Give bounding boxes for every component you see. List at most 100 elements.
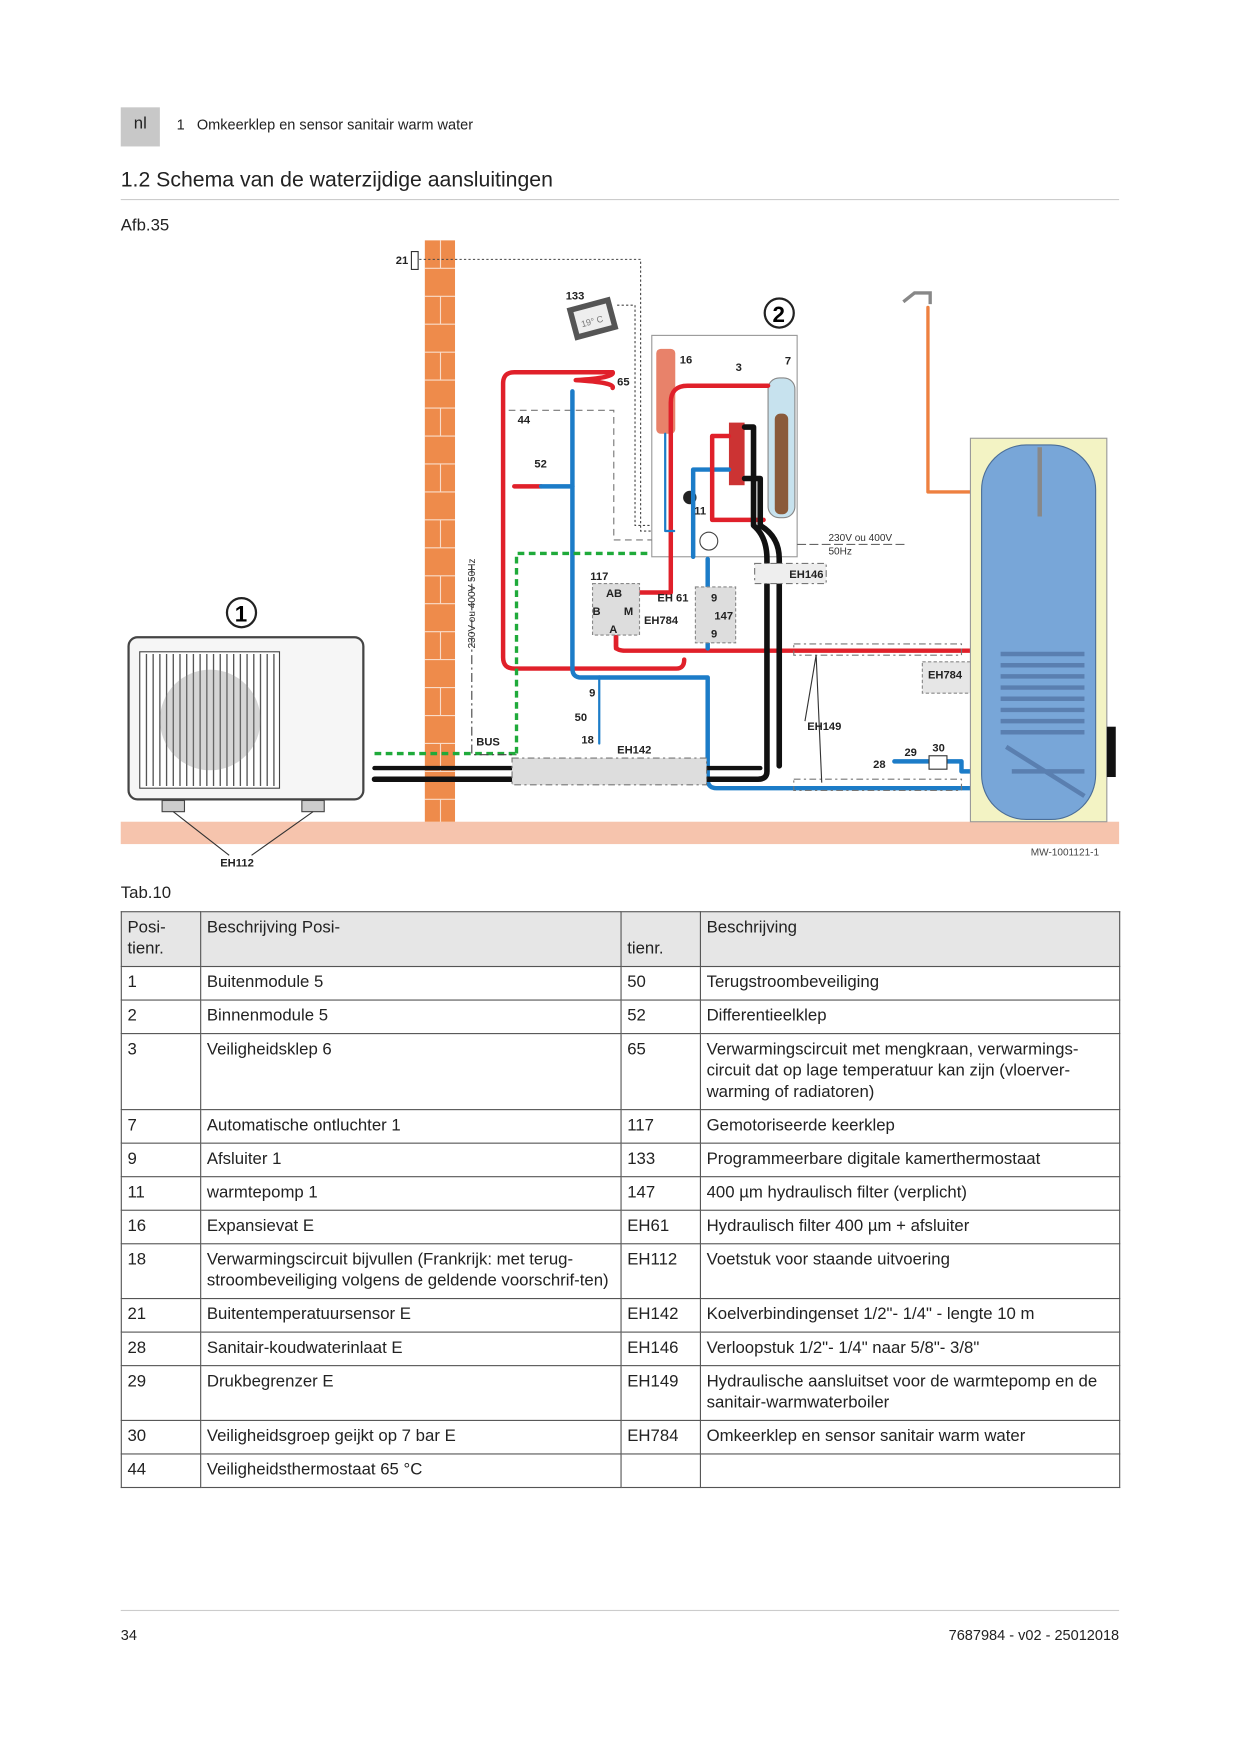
cell-desc-2: Differentieelklep bbox=[699, 999, 1121, 1035]
cell-pos-2: 50 bbox=[620, 965, 701, 1001]
cell-desc-2: Programmeerbare digitale kamerthermostaa… bbox=[699, 1142, 1121, 1178]
cell-desc: warmtepomp 1 bbox=[200, 1176, 622, 1211]
refrigerant-kit-box bbox=[511, 757, 708, 786]
room-thermostat-icon: 19° C bbox=[566, 296, 619, 341]
diagram-label: 133 bbox=[566, 291, 585, 303]
heat-exchanger-icon bbox=[728, 422, 745, 486]
cell-pos: 11 bbox=[120, 1176, 202, 1211]
cell-pos: 21 bbox=[120, 1297, 202, 1333]
diagram-label: 147 bbox=[714, 610, 733, 622]
cell-desc: Buitentemperatuursensor E bbox=[200, 1297, 622, 1333]
cell-pos: 9 bbox=[120, 1142, 202, 1178]
cell-desc: Afsluiter 1 bbox=[200, 1142, 622, 1178]
safety-group-icon bbox=[928, 755, 948, 770]
cell-pos: 7 bbox=[120, 1109, 202, 1144]
cell-desc: Binnenmodule 5 bbox=[200, 999, 622, 1035]
diagram-label: B bbox=[593, 606, 601, 618]
diagram-label: 230V ou 400V bbox=[828, 533, 892, 544]
outdoor-sensor-icon bbox=[410, 250, 419, 270]
cell-pos: 28 bbox=[120, 1331, 202, 1367]
cell-desc-2 bbox=[699, 1453, 1121, 1489]
cell-desc-2: Hydraulische aansluitset voor de warmtep… bbox=[699, 1365, 1121, 1421]
diagram-label: MW-1001121-1 bbox=[1031, 847, 1100, 858]
diagram-label: EH784 bbox=[928, 670, 963, 682]
diagram-label: EH146 bbox=[789, 569, 823, 581]
hydraulic-diagram: 19° C bbox=[120, 240, 1120, 869]
cell-pos-2: EH146 bbox=[620, 1331, 701, 1367]
cell-pos: 18 bbox=[120, 1243, 202, 1300]
divider bbox=[120, 199, 1120, 201]
cell-desc-2: Koelverbindingenset 1/2"- 1/4" - lengte … bbox=[699, 1297, 1121, 1333]
outdoor-unit-icon bbox=[127, 636, 365, 856]
cell-pos-2: EH61 bbox=[620, 1209, 701, 1245]
cell-pos-2: EH142 bbox=[620, 1297, 701, 1333]
diagram-label: A bbox=[609, 624, 617, 636]
section-title: 1.2 Schema van de waterzijdige aansluiti… bbox=[120, 168, 553, 193]
cell-desc-2: Gemotoriseerde keerklep bbox=[699, 1109, 1121, 1144]
diagram-label: 28 bbox=[873, 759, 885, 771]
diagram-label: BUS bbox=[476, 737, 500, 749]
cell-pos: 2 bbox=[120, 999, 202, 1035]
brick-wall bbox=[424, 240, 456, 822]
diagram-label: AB bbox=[606, 588, 622, 600]
cell-desc-2: Verwarmingscircuit met mengkraan, verwar… bbox=[699, 1033, 1121, 1111]
cell-desc: Sanitair-koudwaterinlaat E bbox=[200, 1331, 622, 1367]
diagram-label: 7 bbox=[785, 355, 791, 367]
unit-1-marker bbox=[225, 597, 258, 629]
diagram-label: M bbox=[624, 606, 633, 618]
cell-desc: Expansievat E bbox=[200, 1209, 622, 1245]
cell-desc: Verwarmingscircuit bijvullen (Frankrijk:… bbox=[200, 1243, 622, 1300]
cell-desc: Veiligheidsthermostaat 65 °C bbox=[200, 1453, 622, 1489]
cell-pos-2: 133 bbox=[620, 1142, 701, 1178]
cell-pos-2: EH112 bbox=[620, 1243, 701, 1300]
cell-desc: Drukbegrenzer E bbox=[200, 1365, 622, 1421]
cell-desc: Veiligheidsgroep geijkt op 7 bar E bbox=[200, 1419, 622, 1455]
cell-desc-2: Terugstroombeveiliging bbox=[699, 965, 1121, 1001]
diagram-label: EH149 bbox=[807, 721, 841, 733]
diagram-label: EH784 bbox=[644, 615, 679, 627]
diagram-label: 9 bbox=[711, 592, 717, 604]
diagram-label: 18 bbox=[581, 734, 593, 746]
diagram-label: EH142 bbox=[617, 745, 651, 757]
cell-desc: Buitenmodule 5 bbox=[200, 965, 622, 1001]
cell-desc-2: 400 µm hydraulisch filter (verplicht) bbox=[699, 1176, 1121, 1211]
diagram-label: 29 bbox=[904, 747, 916, 759]
diagram-label: 44 bbox=[518, 415, 531, 427]
table-caption: Tab.10 bbox=[120, 883, 172, 903]
diagram-label: 30 bbox=[932, 742, 944, 754]
col-header-pos: Posi- tienr. bbox=[120, 911, 202, 968]
cell-pos-2: 52 bbox=[620, 999, 701, 1035]
cell-desc-2: Omkeerklep en sensor sanitair warm water bbox=[699, 1419, 1121, 1455]
breadcrumb: 1 Omkeerklep en sensor sanitair warm wat… bbox=[176, 116, 474, 134]
col-header-pos-2: tienr. bbox=[620, 911, 701, 968]
cell-pos-2: 65 bbox=[620, 1033, 701, 1111]
unit-2-marker bbox=[763, 297, 795, 329]
diagram-label: 9 bbox=[711, 628, 717, 640]
diagram-label: 16 bbox=[680, 354, 692, 366]
diagram-label: EH 61 bbox=[657, 592, 688, 604]
cell-pos: 1 bbox=[120, 965, 202, 1001]
diagram-label: 21 bbox=[396, 255, 408, 267]
cell-desc-2: Voetstuk voor staande uitvoering bbox=[699, 1243, 1121, 1300]
diagram-label: 1 bbox=[235, 602, 247, 627]
diagram-label: 9 bbox=[589, 688, 595, 700]
cell-pos-2: EH149 bbox=[620, 1365, 701, 1421]
diverter-valve-box bbox=[591, 583, 641, 636]
pressure-gauge-icon bbox=[699, 531, 719, 551]
cell-pos-2: EH784 bbox=[620, 1419, 701, 1455]
cell-pos: 3 bbox=[120, 1033, 202, 1111]
cell-pos-2 bbox=[620, 1453, 701, 1489]
cell-desc-2: Hydraulisch filter 400 µm + afsluiter bbox=[699, 1209, 1121, 1245]
